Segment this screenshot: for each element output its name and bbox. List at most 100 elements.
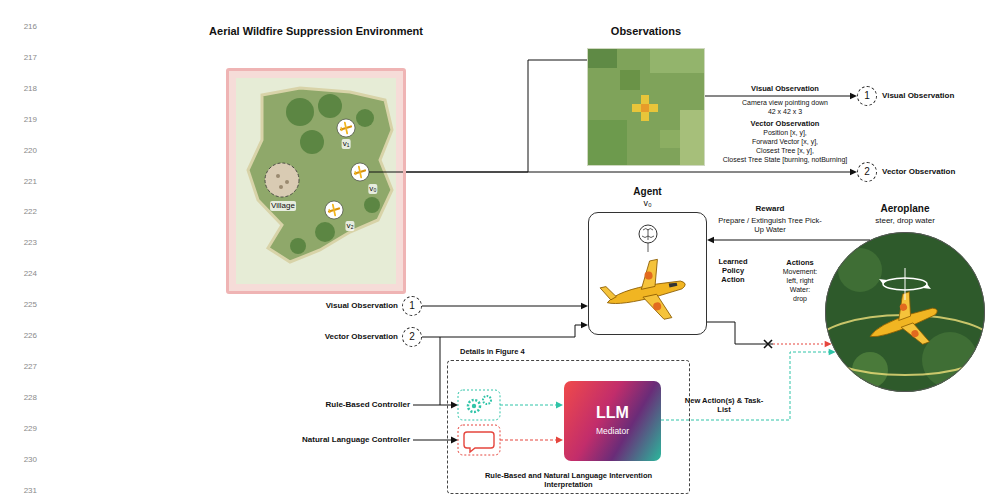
connector-line (773, 343, 826, 344)
arrowhead (707, 237, 714, 244)
node-heading: 1 (403, 297, 421, 315)
line-number: 228 (24, 393, 37, 403)
camera-view-image (641, 104, 649, 112)
agent-illustration (642, 229, 654, 241)
natural-language-icon (464, 432, 494, 452)
controller-wires (451, 402, 458, 409)
aeroplane-view (838, 248, 882, 292)
callout-circle: 1 (402, 296, 422, 316)
line-number: 227 (24, 362, 37, 372)
annotation-label: Visual Observation (751, 84, 819, 93)
island-map (300, 130, 324, 154)
natural-language-icon (458, 425, 500, 455)
agent-illustration (600, 285, 617, 302)
camera-view-image (660, 130, 680, 148)
connector-line (422, 325, 582, 337)
annotation-label: Visual Observation (326, 301, 398, 311)
arrowhead (829, 349, 836, 356)
island-map (341, 123, 351, 134)
node-heading: LLM (596, 403, 629, 422)
annotation-label: Movement: (783, 268, 818, 276)
annotation-label: drop (793, 295, 807, 303)
environment-map-panel: Aerial Wildfire Suppression Environment (226, 68, 406, 294)
observation-image: Observations (587, 48, 705, 166)
island-map (236, 78, 396, 284)
annotation-label: Closest Tree [x, y], (756, 147, 814, 155)
controller-wires (440, 337, 441, 405)
connector-line (406, 172, 851, 173)
arrowhead (581, 303, 588, 310)
island-map (318, 94, 342, 118)
camera-view-image (587, 48, 617, 68)
camera-view-image (587, 48, 705, 166)
island-map (276, 174, 280, 178)
island-map (351, 163, 369, 181)
connector (707, 322, 832, 347)
node-subtext: Rule-Based and Natural Language Interven… (484, 471, 654, 489)
island-map (356, 109, 374, 127)
line-number: 218 (24, 84, 37, 94)
annotation-label: Vector Observation (751, 119, 820, 128)
camera-view-image (641, 95, 649, 121)
rule-based-icon (468, 400, 480, 412)
annotation-label: Learned Policy Action (712, 257, 754, 284)
node-subtext: Mediator (596, 426, 629, 436)
agent-illustration (644, 271, 653, 280)
connector (406, 60, 587, 172)
aeroplane-circle: Aeroplanesteer, drop water (825, 232, 985, 392)
callout-circle: 2 (857, 162, 877, 182)
island-map (337, 119, 355, 137)
camera-view-image (587, 48, 705, 166)
island-map (265, 163, 299, 197)
island-map (364, 197, 380, 213)
edge-label: New Action(s) & Task-List (680, 396, 768, 414)
aeroplane-view (922, 332, 978, 388)
llm-mediator-box: LLM Mediator (564, 381, 661, 461)
annotation-label: Vector Observation (882, 167, 955, 177)
island-map (248, 88, 392, 262)
controller-wires (500, 405, 556, 406)
island-map (286, 98, 314, 126)
agent-illustration (648, 243, 649, 252)
node-heading: Observations (611, 25, 681, 38)
rule-based-icon (472, 404, 476, 408)
line-number: 220 (24, 146, 37, 156)
aeroplane-view (910, 329, 919, 338)
annotation-label: Position [x, y], (763, 129, 807, 137)
island-map (279, 185, 283, 189)
controller-wires (413, 337, 563, 444)
annotation-label: Natural Language Controller (302, 435, 410, 445)
line-number: 217 (24, 53, 37, 63)
camera-view-image (632, 104, 658, 112)
connector (705, 93, 857, 100)
line-number: 226 (24, 331, 37, 341)
connector-line (661, 352, 830, 420)
annotation-label: Camera view pointing down (742, 99, 828, 107)
island-map (290, 238, 306, 254)
node-heading: 1 (858, 87, 876, 105)
aeroplane-view (923, 284, 931, 289)
line-number: 224 (24, 269, 37, 279)
annotation-label: 42 x 42 x 3 (768, 108, 802, 116)
camera-view-image (620, 70, 640, 90)
line-number: 225 (24, 300, 37, 310)
aeroplane-view (905, 268, 906, 300)
controller-wires (556, 402, 563, 409)
connector-line (713, 240, 870, 241)
camera-view-image (650, 48, 705, 73)
node-subtext: steer, drop water (875, 216, 935, 226)
line-number: 230 (24, 455, 37, 465)
aeroplane-view (879, 279, 887, 284)
line-number: 219 (24, 115, 37, 125)
island-map (229, 71, 403, 291)
agent-illustration (639, 225, 657, 243)
line-number: 222 (24, 207, 37, 217)
arrowhead (850, 169, 857, 176)
annotation-label: v₀ (368, 184, 377, 194)
connector (406, 169, 857, 176)
annotation-label: Closest Tree State [burning, notBurning] (723, 156, 848, 164)
rule-based-icon (458, 390, 500, 420)
island-map (325, 201, 343, 219)
